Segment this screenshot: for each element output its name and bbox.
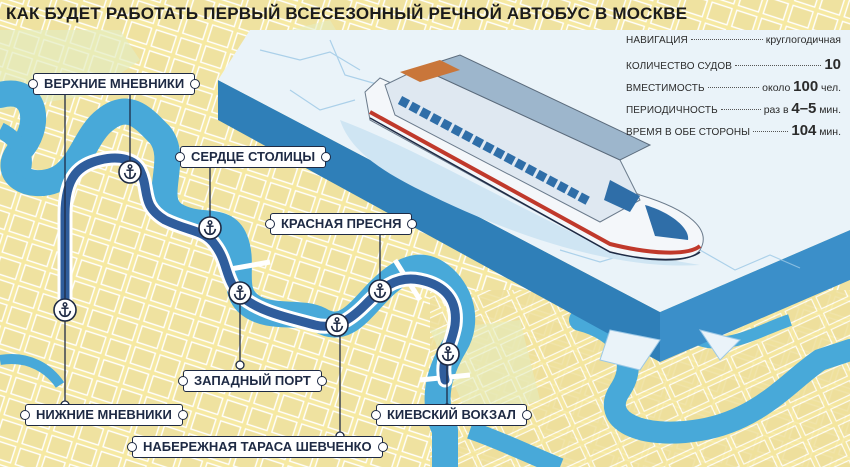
info-number: 100 <box>793 78 819 95</box>
info-label: ПЕРИОДИЧНОСТЬ <box>626 105 718 116</box>
station-anchor[interactable] <box>118 160 142 184</box>
station-anchor[interactable] <box>198 216 222 240</box>
stop-dot <box>235 360 245 370</box>
moskva-river <box>0 80 476 467</box>
station-anchor[interactable] <box>325 313 349 337</box>
station-label-zapadny-port[interactable]: ЗАПАДНЫЙ ПОРТ <box>178 370 327 392</box>
station-label-nizhnie-mnevniki[interactable]: НИЖНИЕ МНЕВНИКИ <box>20 404 188 426</box>
info-label: ВРЕМЯ В ОБЕ СТОРОНЫ <box>626 127 751 138</box>
info-unit: мин. <box>819 126 841 138</box>
station-anchor[interactable] <box>436 342 460 366</box>
info-panel: НАВИГАЦИЯ круглогодичная КОЛИЧЕСТВО СУДО… <box>626 34 841 144</box>
dot-leader <box>720 109 761 110</box>
station-label-naberezhnaya-shevchenko[interactable]: НАБЕРЕЖНАЯ ТАРАСА ШЕВЧЕНКО <box>127 436 388 458</box>
info-row-roundtrip: ВРЕМЯ В ОБЕ СТОРОНЫ 104 мин. <box>626 122 841 144</box>
ice-block-side <box>218 80 660 362</box>
info-number: 4–5 <box>791 100 817 117</box>
river-bus-boat <box>364 54 704 261</box>
ice-chunk <box>599 329 661 371</box>
info-value: круглогодичная <box>765 34 841 46</box>
info-unit: мин. <box>819 104 841 116</box>
river-branch <box>0 354 65 388</box>
station-label-krasnaya-presnya[interactable]: КРАСНАЯ ПРЕСНЯ <box>264 213 418 235</box>
ice-chunk <box>698 329 741 361</box>
station-label-verkhnie-mnevniki[interactable]: ВЕРХНИЕ МНЕВНИКИ <box>27 73 201 95</box>
info-prefix: раз в <box>763 104 789 116</box>
infographic-title: КАК БУДЕТ РАБОТАТЬ ПЕРВЫЙ ВСЕСЕЗОННЫЙ РЕ… <box>6 4 688 23</box>
dot-leader <box>690 39 763 40</box>
dot-leader <box>753 131 789 132</box>
river-canal <box>0 122 32 180</box>
info-number: 104 <box>791 122 817 139</box>
info-unit: чел. <box>820 82 841 94</box>
leader-lines <box>64 95 448 440</box>
station-anchor[interactable] <box>228 281 252 305</box>
dot-leader <box>734 65 822 66</box>
info-row-vessels: КОЛИЧЕСТВО СУДОВ 10 <box>626 56 841 78</box>
info-label: НАВИГАЦИЯ <box>626 35 688 46</box>
info-row-navigation: НАВИГАЦИЯ круглогодичная <box>626 34 841 56</box>
info-row-capacity: ВМЕСТИМОСТЬ около 100 чел. <box>626 78 841 100</box>
info-number: 10 <box>824 56 841 73</box>
station-label-serdtse-stolitsy[interactable]: СЕРДЦЕ СТОЛИЦЫ <box>174 146 332 168</box>
dot-leader <box>707 87 760 88</box>
info-label: КОЛИЧЕСТВО СУДОВ <box>626 61 732 72</box>
river-south <box>467 421 564 467</box>
station-anchor[interactable] <box>368 279 392 303</box>
info-prefix: около <box>762 82 791 94</box>
info-row-frequency: ПЕРИОДИЧНОСТЬ раз в 4–5 мин. <box>626 100 841 122</box>
ice-block-front <box>660 230 850 362</box>
station-anchor[interactable] <box>53 298 77 322</box>
info-label: ВМЕСТИМОСТЬ <box>626 83 705 94</box>
station-label-kievsky-vokzal[interactable]: КИЕВСКИЙ ВОКЗАЛ <box>371 404 532 426</box>
